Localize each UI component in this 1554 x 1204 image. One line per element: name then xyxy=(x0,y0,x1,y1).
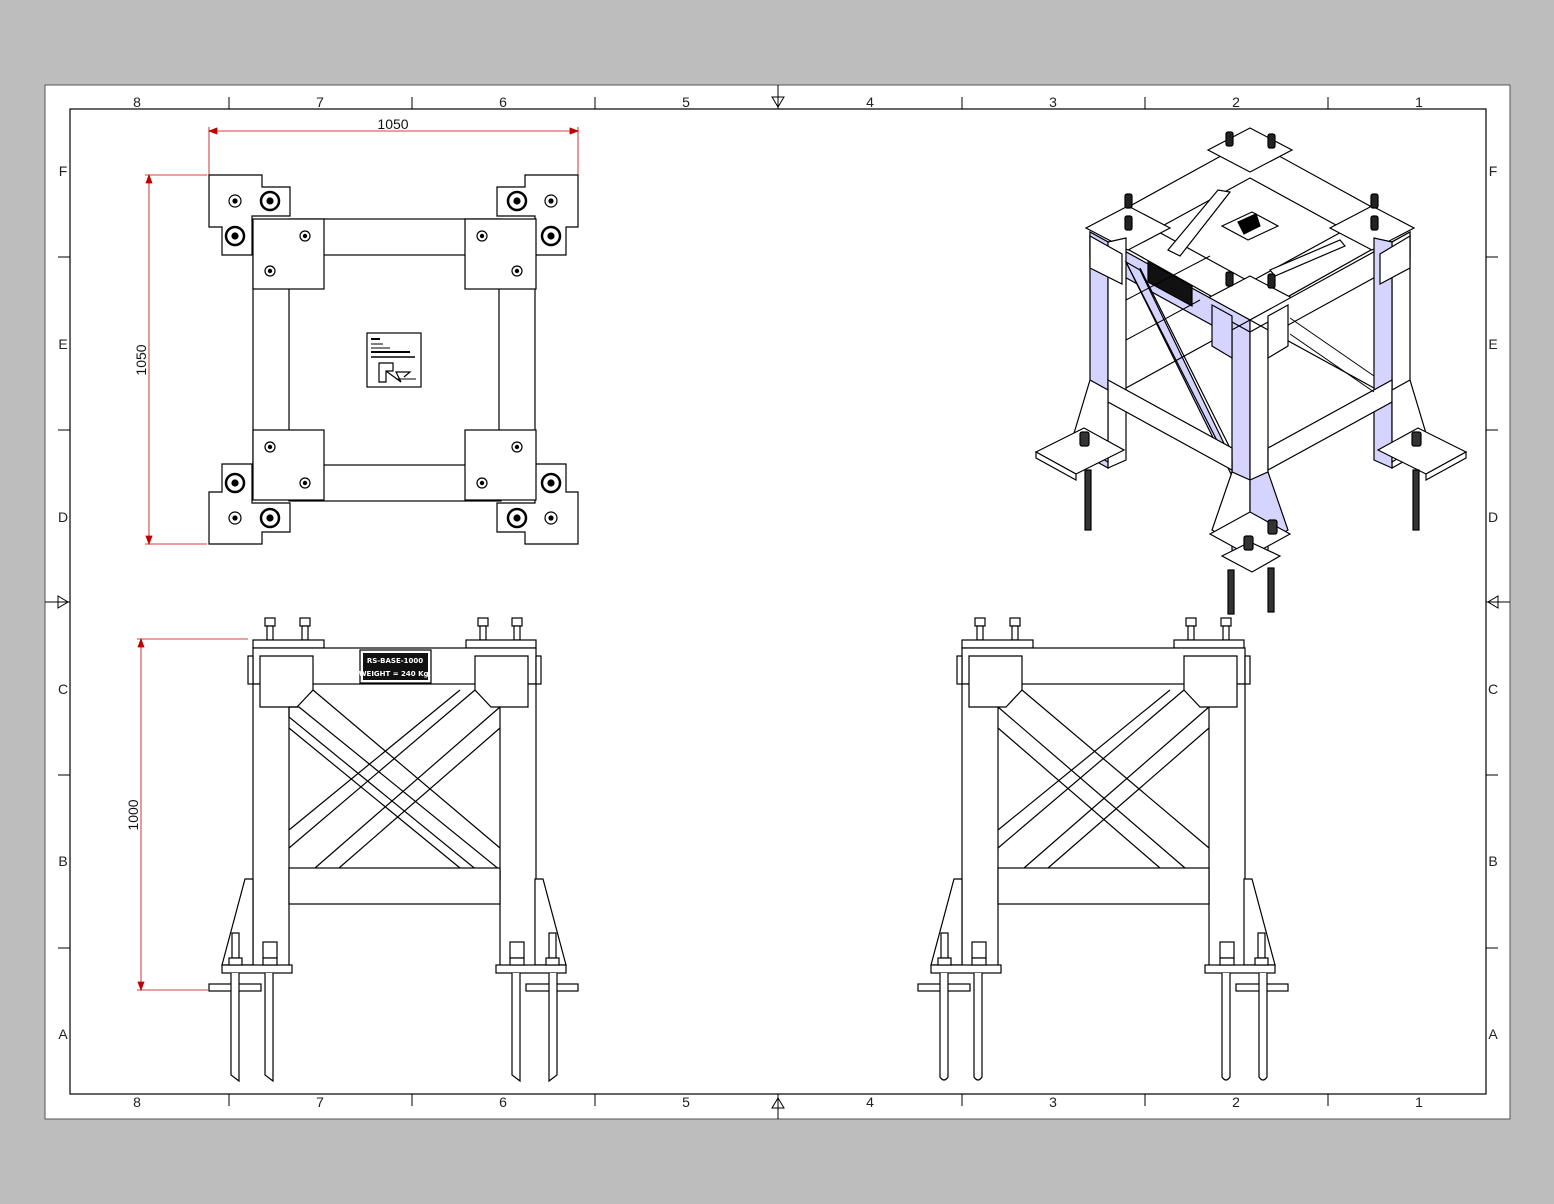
side-view xyxy=(917,617,1289,1081)
zone-row-label: A xyxy=(1488,1026,1498,1042)
iso-top-bolts xyxy=(1124,131,1379,289)
row-labels-left: F E D C B A xyxy=(58,163,68,1042)
zone-col-label: 2 xyxy=(1232,1094,1240,1110)
side-column-left xyxy=(961,683,999,973)
nameplate-model: RS-BASE-1000 xyxy=(367,657,423,665)
iso-base-feet xyxy=(1034,379,1468,573)
zone-row-label: F xyxy=(1489,163,1498,179)
front-anchor-nuts xyxy=(228,932,560,966)
top-plate-ne xyxy=(464,218,537,290)
column-labels-bottom: 8 7 6 5 4 3 2 1 xyxy=(133,1094,1423,1110)
top-view: 1050 1050 xyxy=(133,116,580,546)
zone-col-label: 5 xyxy=(682,94,690,110)
top-plate-nw xyxy=(252,218,325,290)
top-nameplate-logo xyxy=(366,332,422,388)
front-base-plate-left xyxy=(221,964,293,974)
zone-col-label: 1 xyxy=(1415,94,1423,110)
zone-row-label: A xyxy=(58,1026,68,1042)
zone-row-label: B xyxy=(58,853,67,869)
side-anchor-nuts xyxy=(937,932,1269,966)
center-marker-arrows xyxy=(57,96,1499,1109)
top-plate-holes xyxy=(264,230,523,489)
nameplate-weight: WEIGHT = 240 Kg. xyxy=(359,670,431,678)
column-labels-top: 8 7 6 5 4 3 2 1 xyxy=(133,94,1423,110)
zone-row-label: F xyxy=(59,163,68,179)
side-top-bolts xyxy=(974,617,1232,641)
zone-col-label: 1 xyxy=(1415,1094,1423,1110)
zone-col-label: 3 xyxy=(1049,1094,1057,1110)
zone-row-label: C xyxy=(1488,681,1498,697)
anchor-bolts-top xyxy=(224,190,562,529)
front-bottom-beam xyxy=(288,867,501,905)
front-base-plate-right xyxy=(495,964,567,974)
front-view: 1000 xyxy=(125,617,579,1083)
zone-col-label: 7 xyxy=(316,94,324,110)
zone-row-label: D xyxy=(1488,509,1498,525)
zone-col-label: 3 xyxy=(1049,94,1057,110)
width-dimension: 1050 xyxy=(377,116,408,132)
iso-nameplate xyxy=(1147,260,1193,308)
zone-col-label: 5 xyxy=(682,1094,690,1110)
zone-col-label: 4 xyxy=(866,94,874,110)
iso-anchor-rods xyxy=(1079,431,1422,615)
zone-row-label: D xyxy=(58,509,68,525)
zone-row-label: E xyxy=(1488,336,1497,352)
front-anchor-rods xyxy=(230,973,558,1083)
front-column-right xyxy=(499,683,537,973)
top-view-dimensions xyxy=(145,127,580,546)
zone-col-label: 4 xyxy=(866,1094,874,1110)
depth-dimension: 1050 xyxy=(133,344,149,375)
zone-col-label: 2 xyxy=(1232,94,1240,110)
zone-col-label: 8 xyxy=(133,94,141,110)
isometric-view xyxy=(1034,127,1468,615)
front-column-left xyxy=(252,683,290,973)
row-labels-right: F E D C B A xyxy=(1488,163,1498,1042)
side-column-right xyxy=(1208,683,1246,973)
zone-col-label: 6 xyxy=(499,94,507,110)
height-dimension: 1000 xyxy=(125,799,141,830)
front-view-dimension xyxy=(137,637,248,992)
zone-row-label: C xyxy=(58,681,68,697)
zone-col-label: 8 xyxy=(133,1094,141,1110)
side-bottom-beam xyxy=(997,867,1210,905)
zone-row-label: B xyxy=(1488,853,1497,869)
top-plate-se xyxy=(464,429,537,501)
zone-row-label: E xyxy=(58,336,67,352)
top-plate-sw xyxy=(252,429,325,501)
zone-col-label: 6 xyxy=(499,1094,507,1110)
side-anchor-rods xyxy=(939,973,1268,1081)
zone-col-label: 7 xyxy=(316,1094,324,1110)
